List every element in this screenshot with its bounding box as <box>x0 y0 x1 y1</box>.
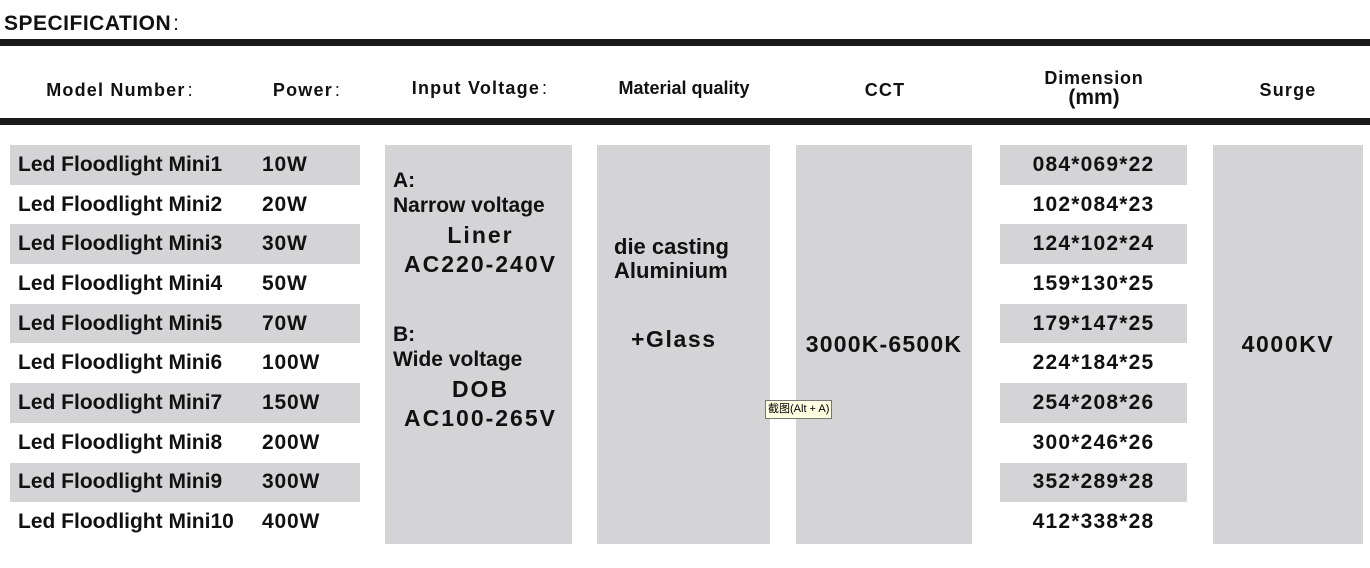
header-surge: Surge <box>1213 72 1363 108</box>
power-value: 400W <box>262 510 321 534</box>
voltage-a-name: Narrow voltage <box>393 193 545 217</box>
dimension-cell: 300*246*26 <box>1032 430 1155 454</box>
model-number: Led Floodlight Mini4 <box>18 271 223 295</box>
model-number: Led Floodlight Mini2 <box>18 192 223 216</box>
power-value: 10W <box>262 152 308 176</box>
dimension-cell: 102*084*23 <box>1032 192 1155 216</box>
voltage-b-name: Wide voltage <box>393 347 523 371</box>
voltage-a-label: A: <box>393 169 416 192</box>
dimension-cell: 159*130*25 <box>1032 271 1155 295</box>
header-surge-label: Surge <box>1259 80 1317 100</box>
material-text: die casting Aluminium <box>614 234 764 284</box>
dimension-cell: 124*102*24 <box>1000 224 1187 265</box>
dimension-list: 084*069*22 102*084*23 124*102*24 159*130… <box>1000 145 1187 542</box>
model-number: Led Floodlight Mini9 <box>18 470 223 494</box>
header-bottom-rule <box>0 118 1370 125</box>
power-value: 50W <box>262 271 308 295</box>
power-value: 30W <box>262 232 308 256</box>
header-dimension-unit: (mm) <box>1068 85 1120 109</box>
material-quality-panel: die casting Aluminium +Glass <box>597 145 770 544</box>
dimension-cell: 254*208*26 <box>1000 383 1187 423</box>
material-glass: +Glass <box>631 326 717 352</box>
voltage-option-a: A: Narrow voltage Liner AC220-240V <box>393 169 568 278</box>
table-row: Led Floodlight Mini9 300W <box>10 462 360 503</box>
header-model-colon: : <box>187 80 194 100</box>
model-number: Led Floodlight Mini8 <box>18 430 223 454</box>
model-number: Led Floodlight Mini3 <box>18 232 223 256</box>
power-value: 20W <box>262 192 308 216</box>
dimension-cell: 084*069*22 <box>1000 145 1187 185</box>
header-input-voltage: Input Voltage: <box>390 70 570 106</box>
voltage-a-type: Liner <box>447 221 514 248</box>
model-power-list: Led Floodlight Mini1 10W Led Floodlight … <box>10 145 360 542</box>
header-input-voltage-colon: : <box>542 78 549 98</box>
power-value: 100W <box>262 351 321 375</box>
top-rule <box>0 39 1370 46</box>
voltage-a-range: AC220-240V <box>404 250 557 277</box>
title-colon: : <box>173 12 180 35</box>
input-voltage-panel: A: Narrow voltage Liner AC220-240V B: Wi… <box>385 145 572 544</box>
power-value: 70W <box>262 311 308 335</box>
header-power-label: Power <box>272 80 333 100</box>
header-material-quality: Material quality <box>598 70 770 106</box>
screenshot-tooltip: 截图(Alt + A) <box>765 400 833 419</box>
dimension-cell: 179*147*25 <box>1000 303 1187 344</box>
header-dimension: Dimension (mm) <box>1000 64 1188 112</box>
model-number: Led Floodlight Mini6 <box>18 351 223 375</box>
table-row: Led Floodlight Mini5 70W <box>10 303 360 344</box>
voltage-b-range: AC100-265V <box>404 404 557 431</box>
power-value: 300W <box>262 470 321 494</box>
header-model-label: Model Number <box>46 80 186 100</box>
header-cct-label: CCT <box>864 80 906 100</box>
surge-panel: 4000KV <box>1213 145 1363 544</box>
dimension-cell: 224*184*25 <box>1032 351 1155 375</box>
header-model-number: Model Number: <box>30 72 210 108</box>
model-number: Led Floodlight Mini7 <box>18 390 223 414</box>
header-power-colon: : <box>334 80 342 100</box>
table-row: Led Floodlight Mini10 400W <box>10 502 360 542</box>
voltage-option-b: B: Wide voltage DOB AC100-265V <box>393 323 568 432</box>
table-row: Led Floodlight Mini8 200W <box>10 423 360 463</box>
title-text: SPECIFICATION <box>4 12 172 35</box>
page-title: SPECIFICATION: <box>4 12 179 36</box>
cct-panel: 3000K-6500K <box>796 145 972 544</box>
header-dimension-label: Dimension <box>1044 67 1144 88</box>
model-number: Led Floodlight Mini1 <box>18 152 223 176</box>
table-row: Led Floodlight Mini4 50W <box>10 264 360 304</box>
table-row: Led Floodlight Mini6 100W <box>10 343 360 383</box>
model-number: Led Floodlight Mini5 <box>18 311 223 335</box>
material-line-1: die casting <box>614 234 729 259</box>
power-value: 150W <box>262 390 321 414</box>
material-line-2: Aluminium <box>614 258 728 284</box>
voltage-b-type: DOB <box>451 375 510 402</box>
table-row: Led Floodlight Mini7 150W <box>10 383 360 423</box>
header-cct: CCT <box>800 72 970 108</box>
table-row: Led Floodlight Mini3 30W <box>10 224 360 265</box>
table-row: Led Floodlight Mini2 20W <box>10 185 360 225</box>
dimension-cell: 412*338*28 <box>1032 510 1155 534</box>
header-power: Power: <box>262 72 352 108</box>
surge-value: 4000KV <box>1241 331 1335 357</box>
cct-value: 3000K-6500K <box>805 331 963 357</box>
dimension-cell: 352*289*28 <box>1000 462 1187 503</box>
voltage-b-label: B: <box>393 323 416 346</box>
header-material-label: Material quality <box>618 78 750 98</box>
model-number: Led Floodlight Mini10 <box>18 510 234 534</box>
power-value: 200W <box>262 430 321 454</box>
header-input-voltage-label: Input Voltage <box>411 78 541 98</box>
table-row: Led Floodlight Mini1 10W <box>10 145 360 185</box>
